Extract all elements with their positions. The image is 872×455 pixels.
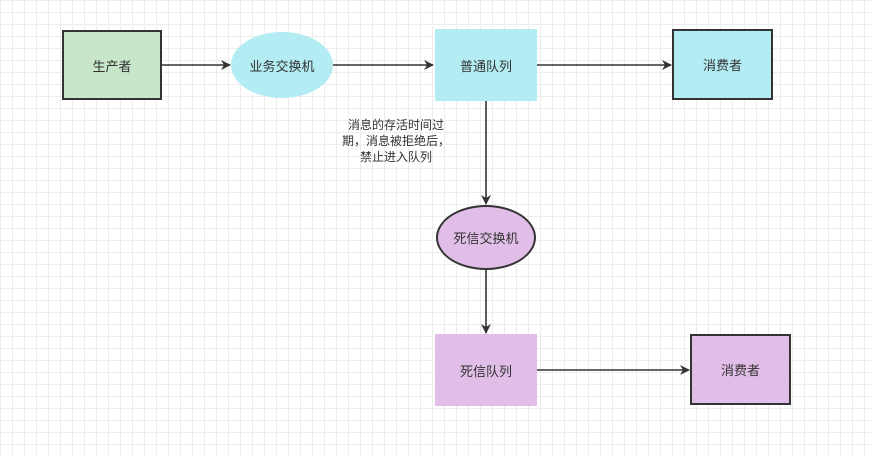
dead-letter-exchange-label: 死信交换机 [453, 232, 519, 247]
dead-letter-condition-note: 消息的存活时间过 期，消息被拒绝后， 禁止进入队列 [341, 118, 450, 164]
producer-label: 生产者 [92, 59, 132, 75]
consumer-top-label: 消费者 [702, 59, 742, 74]
consumer-bottom-node[interactable]: 消费者 [690, 334, 791, 405]
normal-queue-node[interactable]: 普通队列 [435, 29, 537, 101]
business-exchange-label: 业务交换机 [249, 59, 315, 75]
dead-letter-exchange-node[interactable]: 死信交换机 [436, 205, 536, 270]
consumer-bottom-label: 消费者 [720, 364, 760, 379]
normal-queue-label: 普通队列 [459, 59, 512, 75]
dead-letter-queue-node[interactable]: 死信队列 [435, 334, 537, 406]
producer-node[interactable]: 生产者 [62, 30, 162, 100]
business-exchange-node[interactable]: 业务交换机 [231, 32, 333, 98]
dead-letter-queue-label: 死信队列 [459, 364, 512, 380]
consumer-top-node[interactable]: 消费者 [672, 29, 773, 100]
